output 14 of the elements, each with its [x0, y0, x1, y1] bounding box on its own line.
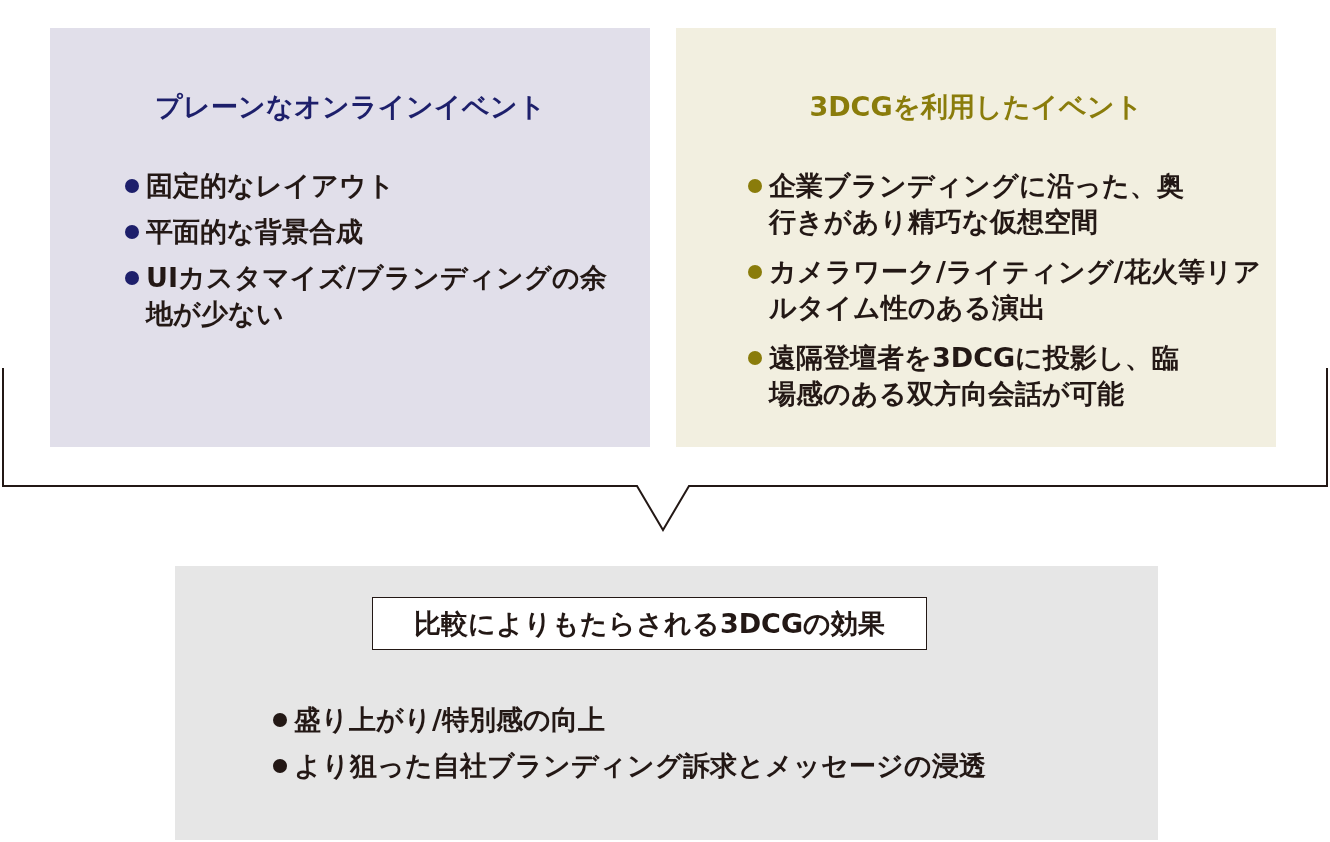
panel-heading: 3DCGを利用したイベント: [808, 90, 1144, 124]
bullet-text: UIカスタマイズ/ブランディングの余地が少ない: [146, 261, 608, 331]
heading-box: 比較によりもたらされる3DCGの効果: [372, 597, 927, 650]
bullet-text: 企業ブランディングに沿った、奥行きがあり精巧な仮想空間: [769, 169, 1185, 239]
bullet-text: 固定的なレイアウト: [146, 169, 396, 203]
panel-box: [676, 28, 1276, 447]
bullet-text: 平面的な背景合成: [146, 215, 364, 249]
panel-box: [50, 28, 650, 447]
bullet-text: カメラワーク/ライティング/花火等リアルタイム性のある演出: [769, 255, 1262, 325]
panel-box: [175, 566, 1158, 840]
bullet-text: 遠隔登壇者を3DCGに投影し、臨場感のある双方向会話が可能: [769, 341, 1181, 411]
panel-heading: プレーンなオンラインイベント: [153, 90, 547, 124]
bullet-text: 盛り上がり/特別感の向上: [294, 703, 606, 737]
bullet-text: より狙った自社ブランディング訴求とメッセージの浸透: [294, 749, 987, 783]
